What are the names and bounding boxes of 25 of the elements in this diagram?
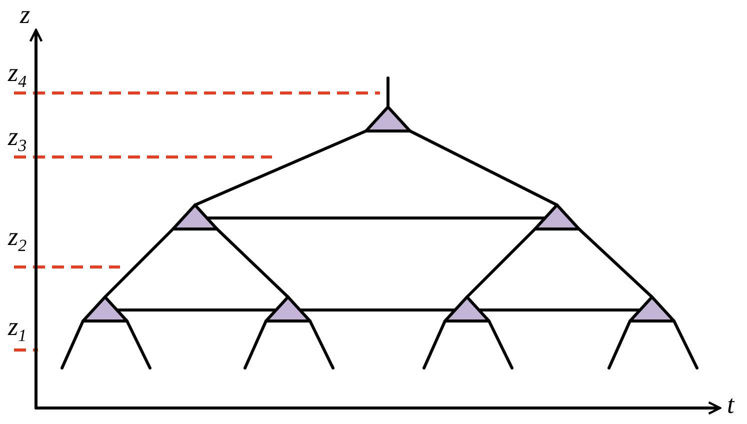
axis-label: z$_{1}$ [8, 314, 27, 348]
connector-line [116, 308, 278, 312]
free-leg-line [672, 320, 698, 370]
connector-line [104, 228, 174, 298]
free-leg-line [60, 320, 84, 370]
axis-label: z$_{2}$ [8, 224, 27, 258]
free-leg-line [608, 320, 632, 370]
free-leg-line [488, 320, 514, 370]
free-leg-line [126, 320, 152, 370]
free-leg-line [386, 76, 390, 108]
axis-label: z$_{4}$ [8, 60, 27, 94]
connector-line [298, 308, 456, 312]
connector-line [466, 228, 536, 298]
free-leg-line [308, 320, 334, 370]
connector-line [578, 228, 654, 298]
axis-label: t [727, 392, 734, 418]
connector-line [206, 216, 546, 220]
connector-line [408, 130, 558, 206]
connector-line [194, 130, 368, 206]
connector-line [478, 308, 642, 312]
axis-label: z$_{3}$ [8, 124, 27, 158]
connector-line [216, 228, 290, 298]
free-leg-line [422, 320, 446, 370]
axis-label: z [20, 2, 30, 28]
free-leg-line [244, 320, 268, 370]
